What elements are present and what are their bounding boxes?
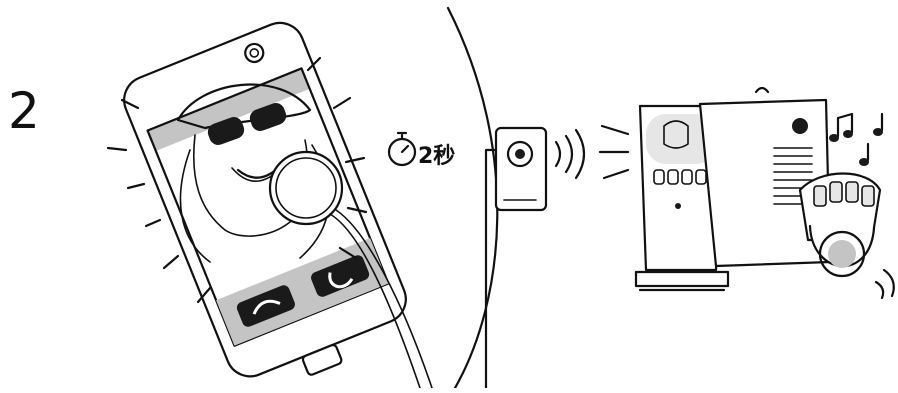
doorbell-camera [486,128,584,388]
divider-arc [448,8,497,388]
smartphone [117,16,421,388]
card-fan-icon [792,118,808,134]
vibration-wave-icon [876,282,883,298]
remote-controller [800,174,894,299]
step-number: 2 [8,86,40,136]
signal-wave-icon [556,142,560,166]
duration-label: 2秒 [418,138,455,170]
stopwatch-icon [389,133,415,165]
music-notes-icon [829,114,883,166]
